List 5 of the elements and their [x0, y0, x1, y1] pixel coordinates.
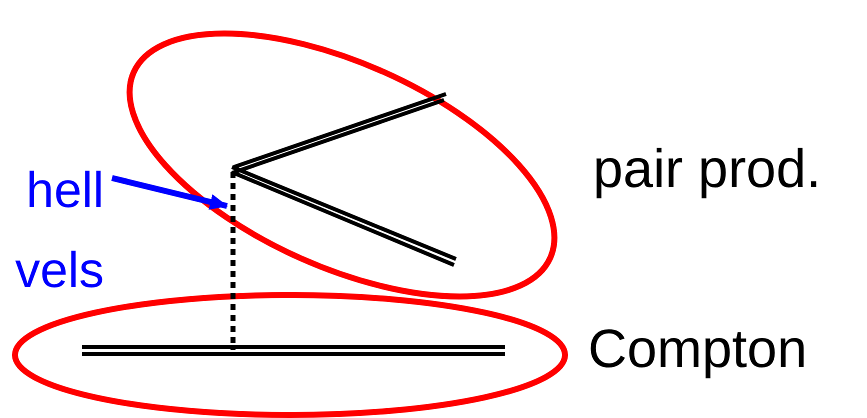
process-label: Compton — [588, 318, 808, 380]
dotted-line — [230, 172, 236, 350]
process-label: pair prod. — [593, 138, 822, 200]
annotation-text: hell vels — [0, 150, 104, 310]
arrow — [111, 175, 228, 210]
